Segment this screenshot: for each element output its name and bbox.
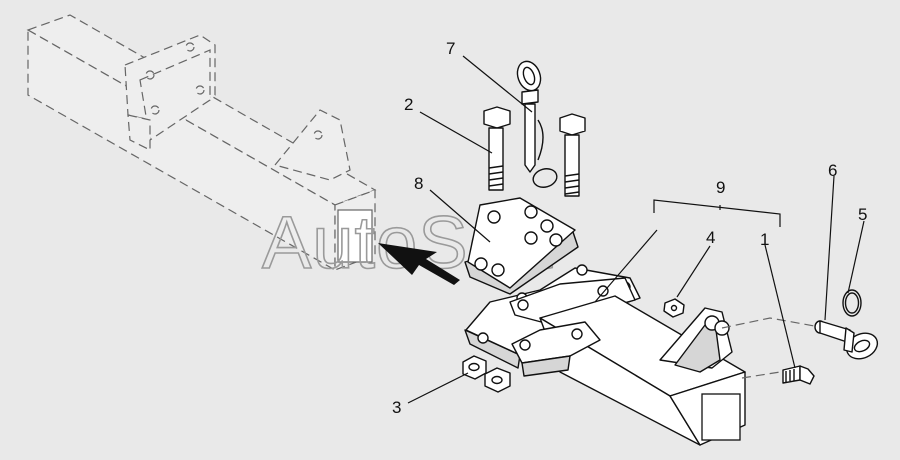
plate-hole (549, 233, 563, 247)
plate-hole (474, 257, 488, 271)
bolt-insertion-path (741, 371, 781, 379)
callout-5: 5 (858, 205, 867, 224)
callout-6: 6 (828, 161, 837, 180)
callout-numbers: 7 2 8 9 4 1 6 5 3 (392, 39, 867, 417)
pin-insertion-path (721, 317, 821, 329)
callout-8: 8 (414, 174, 423, 193)
part-5-snap-ring (842, 289, 862, 317)
callout-2: 2 (404, 95, 413, 114)
phantom-frame-beam (26, 14, 377, 272)
callout-4: 4 (706, 228, 715, 247)
callout-3: 3 (392, 398, 401, 417)
part-7-lynch-pin (516, 60, 558, 188)
part-8-adapter-plate (464, 197, 579, 295)
plate-hole (524, 231, 538, 245)
part-4-nut (663, 298, 685, 318)
phantom-beam-end-face (337, 209, 373, 263)
plate-hole (524, 205, 538, 219)
part-9-hitch-beam (464, 264, 746, 446)
part-3-nuts (462, 355, 511, 393)
callout-9: 9 (716, 178, 725, 197)
plate-hole (540, 219, 554, 233)
leader-lines (407, 55, 865, 404)
callout-7: 7 (446, 39, 455, 58)
callout-1: 1 (760, 230, 769, 249)
part-6-hitch-pin (814, 320, 879, 360)
part-7-retaining-ring (532, 168, 558, 188)
plate-hole (491, 263, 505, 277)
plate-hole (487, 210, 501, 224)
part-2-bolts (483, 106, 586, 197)
assembly-direction-arrow (378, 243, 460, 285)
part-1-bolt (782, 365, 815, 385)
tube-end-opening (701, 393, 741, 441)
